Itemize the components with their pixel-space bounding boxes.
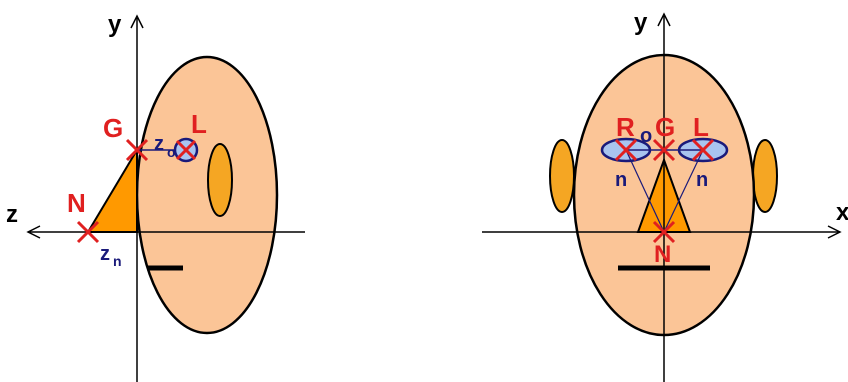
side-label-g: G [103,113,123,143]
side-view: y z G L N z o z n [6,11,305,382]
side-zo-sub: o [167,144,176,160]
front-label-n-point: N [654,241,671,268]
side-z-label: z [6,201,18,228]
front-view: y x R o G L n n N [482,9,848,382]
front-label-g: G [655,112,675,142]
side-ear [208,144,232,216]
side-nose [88,150,137,232]
side-label-n: N [67,188,86,218]
front-ear-left [550,140,574,212]
front-label-o: o [640,125,652,147]
side-zn-main: z [100,243,110,265]
front-x-label: x [836,199,848,226]
front-label-n-right: n [696,169,708,191]
front-label-r: R [616,112,635,142]
side-y-label: y [108,11,122,38]
side-zn-sub: n [113,253,122,269]
front-ear-right [753,140,777,212]
front-label-l: L [693,112,709,142]
side-label-l: L [191,109,207,139]
front-y-label: y [634,9,648,36]
side-zo-main: z [154,133,164,155]
side-head [137,57,277,333]
front-label-n-left: n [615,169,627,191]
